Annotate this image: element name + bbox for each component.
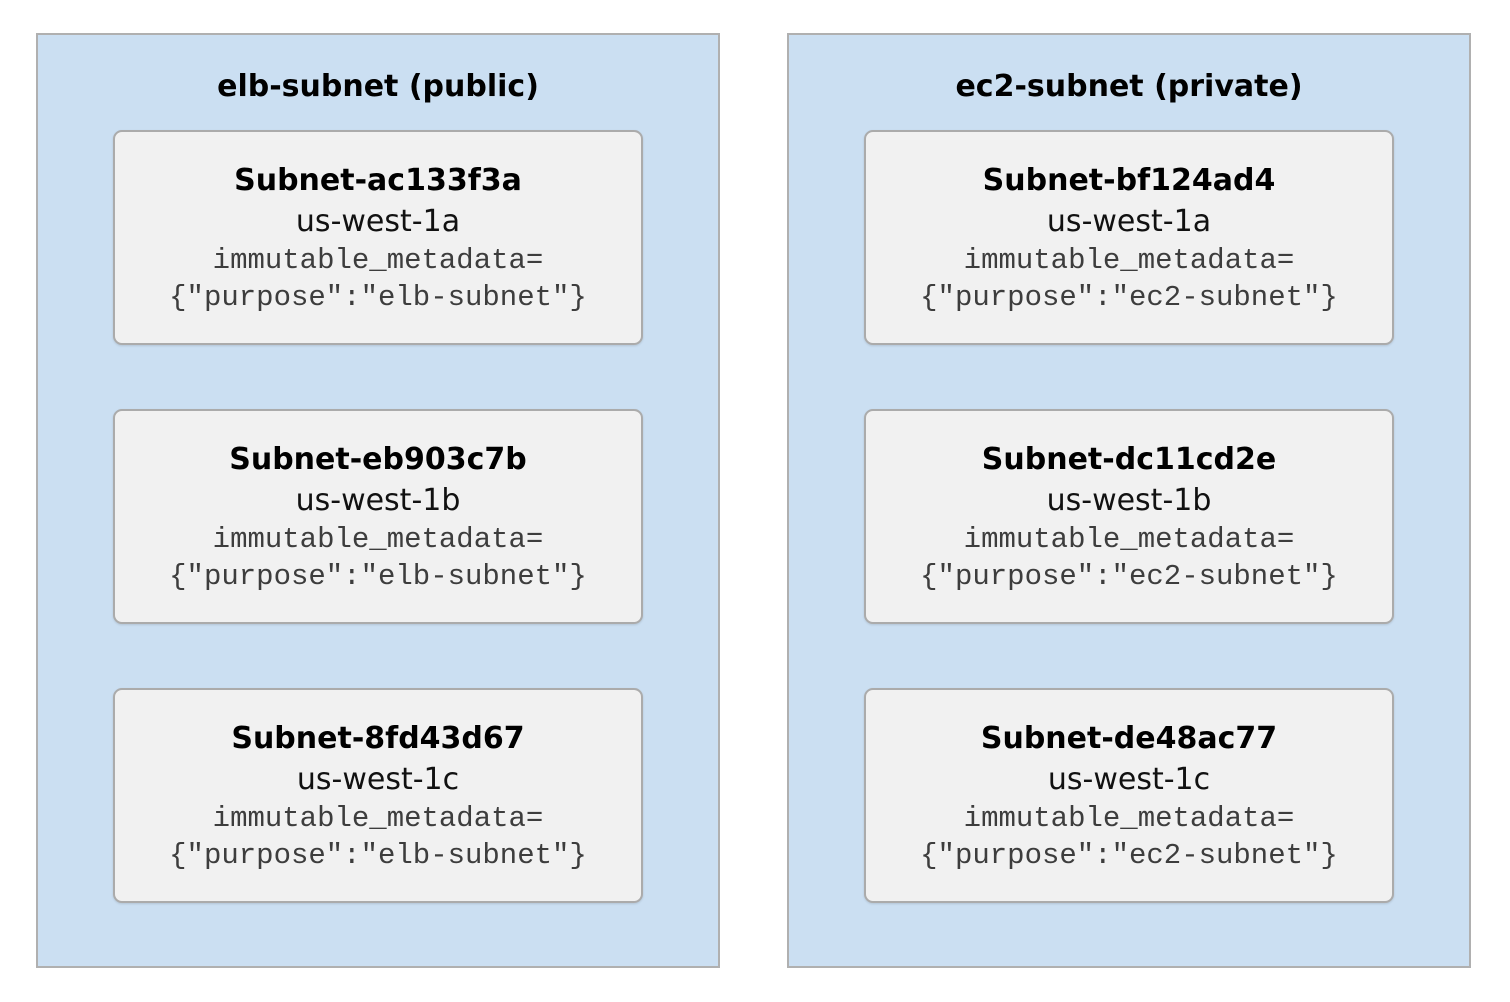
- subnet-card: Subnet-8fd43d67 us-west-1c immutable_met…: [113, 688, 643, 903]
- subnet-id: Subnet-eb903c7b: [229, 441, 527, 477]
- availability-zone: us-west-1b: [295, 482, 461, 518]
- subnet-group-ec2: ec2-subnet (private) Subnet-bf124ad4 us-…: [787, 33, 1471, 968]
- subnet-id: Subnet-dc11cd2e: [981, 441, 1277, 477]
- subnet-id: Subnet-8fd43d67: [231, 720, 525, 756]
- metadata-key: immutable_metadata=: [963, 801, 1295, 835]
- subnet-card: Subnet-ac133f3a us-west-1a immutable_met…: [113, 130, 643, 345]
- metadata-key: immutable_metadata=: [212, 801, 544, 835]
- metadata-key: immutable_metadata=: [963, 522, 1295, 556]
- subnet-id: Subnet-bf124ad4: [982, 162, 1276, 198]
- subnet-group-elb: elb-subnet (public) Subnet-ac133f3a us-w…: [36, 33, 720, 968]
- metadata-value: {"purpose":"ec2-subnet"}: [920, 559, 1338, 593]
- availability-zone: us-west-1c: [1047, 761, 1211, 797]
- availability-zone: us-west-1a: [295, 203, 461, 239]
- subnet-card: Subnet-eb903c7b us-west-1b immutable_met…: [113, 409, 643, 624]
- metadata-key: immutable_metadata=: [212, 243, 544, 277]
- subnet-card-list: Subnet-bf124ad4 us-west-1a immutable_met…: [789, 130, 1469, 903]
- metadata-value: {"purpose":"elb-subnet"}: [169, 559, 587, 593]
- group-title: ec2-subnet (private): [955, 69, 1303, 104]
- subnet-card-list: Subnet-ac133f3a us-west-1a immutable_met…: [38, 130, 718, 903]
- subnet-card: Subnet-dc11cd2e us-west-1b immutable_met…: [864, 409, 1394, 624]
- metadata-value: {"purpose":"elb-subnet"}: [169, 838, 587, 872]
- metadata-value: {"purpose":"elb-subnet"}: [169, 280, 587, 314]
- metadata-key: immutable_metadata=: [212, 522, 544, 556]
- subnet-card: Subnet-de48ac77 us-west-1c immutable_met…: [864, 688, 1394, 903]
- availability-zone: us-west-1a: [1046, 203, 1212, 239]
- availability-zone: us-west-1c: [296, 761, 460, 797]
- subnet-card: Subnet-bf124ad4 us-west-1a immutable_met…: [864, 130, 1394, 345]
- group-title: elb-subnet (public): [217, 69, 539, 104]
- subnet-id: Subnet-ac133f3a: [234, 162, 522, 198]
- subnet-id: Subnet-de48ac77: [980, 720, 1278, 756]
- availability-zone: us-west-1b: [1046, 482, 1212, 518]
- metadata-value: {"purpose":"ec2-subnet"}: [920, 280, 1338, 314]
- metadata-value: {"purpose":"ec2-subnet"}: [920, 838, 1338, 872]
- metadata-key: immutable_metadata=: [963, 243, 1295, 277]
